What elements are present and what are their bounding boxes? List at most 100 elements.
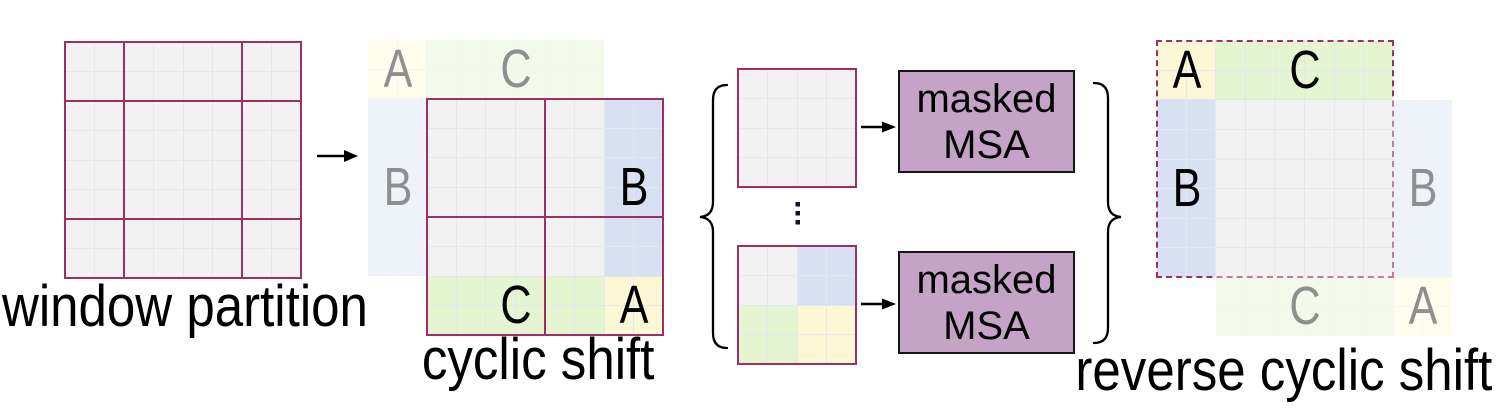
grid-cell: [545, 40, 575, 69]
grid-cell: [65, 42, 94, 71]
grid-cell: [213, 71, 242, 101]
grid-cell: [153, 160, 183, 190]
grid-cell: [738, 128, 767, 158]
grid-cell: [242, 130, 272, 160]
region-label-A: A: [1408, 275, 1437, 336]
grid-cell: [1305, 70, 1334, 100]
grid-cell: [94, 249, 124, 278]
grid-cell: [1393, 159, 1423, 188]
caption-window-partition: window partition: [2, 274, 368, 339]
grid-cell: [1423, 218, 1452, 248]
grid-cell: [1393, 307, 1423, 336]
grid-cell: [1364, 248, 1393, 277]
grid-cell: [183, 42, 213, 71]
grid-cell: [183, 160, 213, 190]
grid-cell: [427, 158, 456, 187]
grid-cell: [153, 42, 183, 71]
grid-cell: [1304, 159, 1334, 188]
grid-cell: [545, 247, 575, 276]
grid-cell: [242, 190, 272, 219]
grid-cell: [94, 160, 124, 190]
grid-cell: [486, 158, 515, 187]
grid-cell: [1186, 159, 1216, 189]
grid-cell: [94, 42, 124, 71]
grid-cell: [545, 158, 575, 187]
region-label-A: A: [383, 38, 412, 99]
grid-cell: [94, 130, 124, 160]
grid-cell: [1334, 188, 1364, 218]
grid-cell: [634, 217, 663, 247]
grid-cell: [545, 276, 575, 306]
grid-cell: [1334, 189, 1364, 218]
grid-cell: [1216, 307, 1245, 336]
grid-cell: [486, 187, 515, 217]
grid-cell: [153, 249, 183, 278]
grid-cell: [124, 190, 153, 219]
grid-cell: [604, 306, 634, 335]
grid-cell: [738, 246, 767, 275]
grid-cell: [65, 130, 94, 160]
grid-cell: [456, 40, 486, 69]
grid-cell: [1304, 129, 1334, 159]
grid-cell: [368, 158, 397, 188]
grid-cell: [427, 247, 456, 276]
grid-cell: [1334, 218, 1364, 248]
grid-cell: [1423, 129, 1452, 159]
cells-layer: [1157, 41, 1393, 277]
grid-cell: [1364, 129, 1393, 159]
grid-cell: [1393, 188, 1423, 218]
grid-cell: [1216, 70, 1245, 100]
masked-msa-line1: masked: [916, 257, 1057, 302]
grid-cell: [1305, 129, 1334, 159]
grid-cell: [368, 69, 397, 99]
grid-window-partition: [64, 41, 302, 279]
grid-cell: [1186, 100, 1216, 129]
grid-cell: [368, 40, 397, 69]
grid-msa-window-mixed: [737, 245, 857, 365]
grid-cell: [1364, 248, 1393, 277]
grid-cell: [767, 98, 797, 128]
grid-cell: [486, 128, 515, 158]
grid-cell: [1275, 188, 1304, 218]
grid-cell: [65, 219, 94, 249]
grid-cell: [1275, 218, 1304, 248]
grid-cell: [183, 130, 213, 160]
grid-cell: [94, 71, 124, 101]
grid-cell: [515, 187, 545, 217]
grid-cell: [427, 306, 456, 335]
grid-cell: [1245, 218, 1275, 248]
grid-cell: [1245, 248, 1275, 277]
grid-cell: [1245, 100, 1275, 129]
left-brace-icon: [699, 83, 729, 350]
grid-cell: [515, 217, 545, 247]
grid-cell: [545, 217, 575, 247]
grid-cell: [427, 69, 456, 99]
grid-cell: [94, 190, 124, 219]
caption-cyclic-shift: cyclic shift: [421, 327, 655, 392]
grid-cell: [1216, 188, 1245, 218]
grid-cell: [767, 335, 797, 364]
grid-cell: [94, 219, 124, 249]
grid-cell: [153, 71, 183, 101]
grid-cell: [153, 101, 183, 130]
grid-cell: [1216, 100, 1245, 129]
grid-cell: [634, 276, 663, 306]
grid-cell: [1275, 100, 1304, 129]
grid-cell: [827, 246, 856, 275]
grid-cell: [368, 188, 397, 217]
grid-cell: [1216, 248, 1245, 277]
grid-cell: [575, 99, 604, 128]
grid-cell: [456, 276, 486, 306]
grid-cell: [272, 71, 301, 101]
cells-layer: [738, 69, 856, 187]
grid-cell: [797, 305, 827, 335]
grid-cell: [1305, 159, 1334, 189]
grid-cell: [604, 187, 634, 217]
grid-cell: [1364, 100, 1393, 129]
grid-cell: [1245, 277, 1275, 307]
grid-cell: [153, 190, 183, 219]
grid-cell: [827, 305, 856, 335]
grid-cell: [456, 69, 486, 99]
grid-cell: [767, 69, 797, 98]
grid-cell: [1334, 248, 1364, 277]
